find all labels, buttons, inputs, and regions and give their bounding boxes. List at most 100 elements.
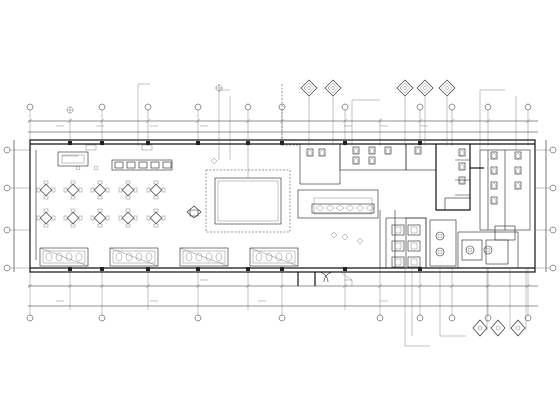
axis-bubble-icon (484, 103, 492, 111)
axis-bubble-icon (341, 103, 349, 111)
column (100, 267, 104, 271)
axis-bubble-icon (416, 314, 424, 322)
booth-seating-icon (39, 247, 89, 267)
dimension-tick-mark (449, 283, 455, 289)
main-entrance (317, 271, 353, 286)
column (343, 141, 347, 145)
pendant-marker-icon (215, 84, 223, 92)
bottom-dimension-chain (27, 268, 538, 310)
toilet-fixture-icon (352, 146, 360, 155)
pendant-markers-bottom (472, 319, 526, 337)
table-chairs-icon (146, 208, 166, 228)
toilet-fixture-icon (514, 151, 522, 160)
dimension-tick-mark (485, 283, 491, 289)
kitchen-counter (311, 203, 375, 214)
dimension-tick-mark (145, 283, 151, 289)
axis-bubble-icon (448, 103, 456, 111)
axis-bubble-icon (524, 314, 532, 322)
booth-seating-row (39, 247, 299, 267)
table-chairs-icon (63, 208, 83, 228)
column (280, 141, 284, 145)
axis-bubble-icon (3, 226, 11, 234)
column (100, 141, 104, 145)
booth-seating-icon (109, 247, 159, 267)
column (196, 267, 200, 271)
dimension-tick-mark (279, 283, 285, 289)
toilet-fixture-icon (458, 148, 466, 157)
central-stage (205, 84, 300, 233)
private-table-icon (465, 245, 475, 255)
axis-bubble-icon (376, 314, 384, 322)
private-table-icon (407, 224, 421, 236)
building-outline (29, 139, 536, 286)
column (418, 141, 422, 145)
toilet-fixture-icon (306, 148, 314, 157)
booth-seating-icon (179, 247, 229, 267)
axis-bubble-icon (26, 314, 34, 322)
bar-counter (35, 150, 173, 260)
diamond-tag-icon (438, 79, 456, 97)
dimension-tick-mark (377, 283, 383, 289)
axis-bubble-icon (194, 103, 202, 111)
dimension-tick-mark (449, 118, 455, 124)
dimension-tick-mark (342, 118, 348, 124)
axis-bubble-icon (98, 314, 106, 322)
dimension-tick-mark (67, 283, 73, 289)
dimension-tick-mark (245, 118, 251, 124)
toilet-fixture-icon (490, 196, 498, 205)
table-chairs-icon (75, 165, 81, 171)
private-room-tables (391, 224, 493, 268)
table-chairs-icon (36, 180, 56, 200)
toilet-fixture-icon (514, 166, 522, 175)
axis-bubble-icon (3, 146, 11, 154)
pendant-marker-icon (66, 106, 74, 114)
toilet-fixture-icon (384, 146, 392, 155)
dimension-tick-mark (245, 283, 251, 289)
booth-seating-icon (249, 247, 299, 267)
column-enclosure (85, 144, 97, 151)
callout-leaders-top (137, 83, 517, 160)
dimension-tick-mark (195, 118, 201, 124)
table-chairs-icon (118, 208, 138, 228)
dimension-tick-mark (67, 118, 73, 124)
axis-bubble-icon (416, 103, 424, 111)
axis-bubble-icon (144, 103, 152, 111)
column (68, 141, 72, 145)
dimension-tick-mark (145, 118, 151, 124)
diamond-tag-icon (396, 79, 414, 97)
dimension-tick-mark (377, 118, 383, 124)
diamond-tag-icon (416, 79, 434, 97)
column (418, 267, 422, 271)
private-table-icon (407, 240, 421, 252)
column (68, 267, 72, 271)
axis-bubble-icon (549, 264, 557, 272)
table-chairs-icon (118, 180, 138, 200)
axis-bubble-icon (448, 314, 456, 322)
column (146, 267, 150, 271)
dimension-tick-mark (525, 283, 531, 289)
dimension-tick-mark (27, 283, 33, 289)
private-table-icon (391, 224, 405, 236)
diamond-tag-icon (300, 79, 318, 97)
private-table-icon (435, 247, 445, 257)
dimension-tick-mark (417, 283, 423, 289)
axis-bubble-icon (484, 314, 492, 322)
callout-leaders-bottom (404, 268, 527, 347)
private-table-icon (391, 256, 405, 268)
toilet-fixture-icon (490, 166, 498, 175)
dimension-tick-mark (27, 118, 33, 124)
column (343, 267, 347, 271)
toilet-fixture-icon (490, 151, 498, 160)
private-table-icon (407, 256, 421, 268)
table-chairs-icon (90, 180, 110, 200)
table-chairs-icon (90, 208, 110, 228)
private-table-icon (435, 231, 445, 241)
column (246, 267, 250, 271)
axis-bubble-icon (26, 103, 34, 111)
axis-bubble-icon (98, 103, 106, 111)
axis-bubble-icon (194, 314, 202, 322)
diamond-tags-top (66, 79, 456, 114)
dimension-tick-mark (195, 283, 201, 289)
column-enclosure (141, 144, 153, 151)
